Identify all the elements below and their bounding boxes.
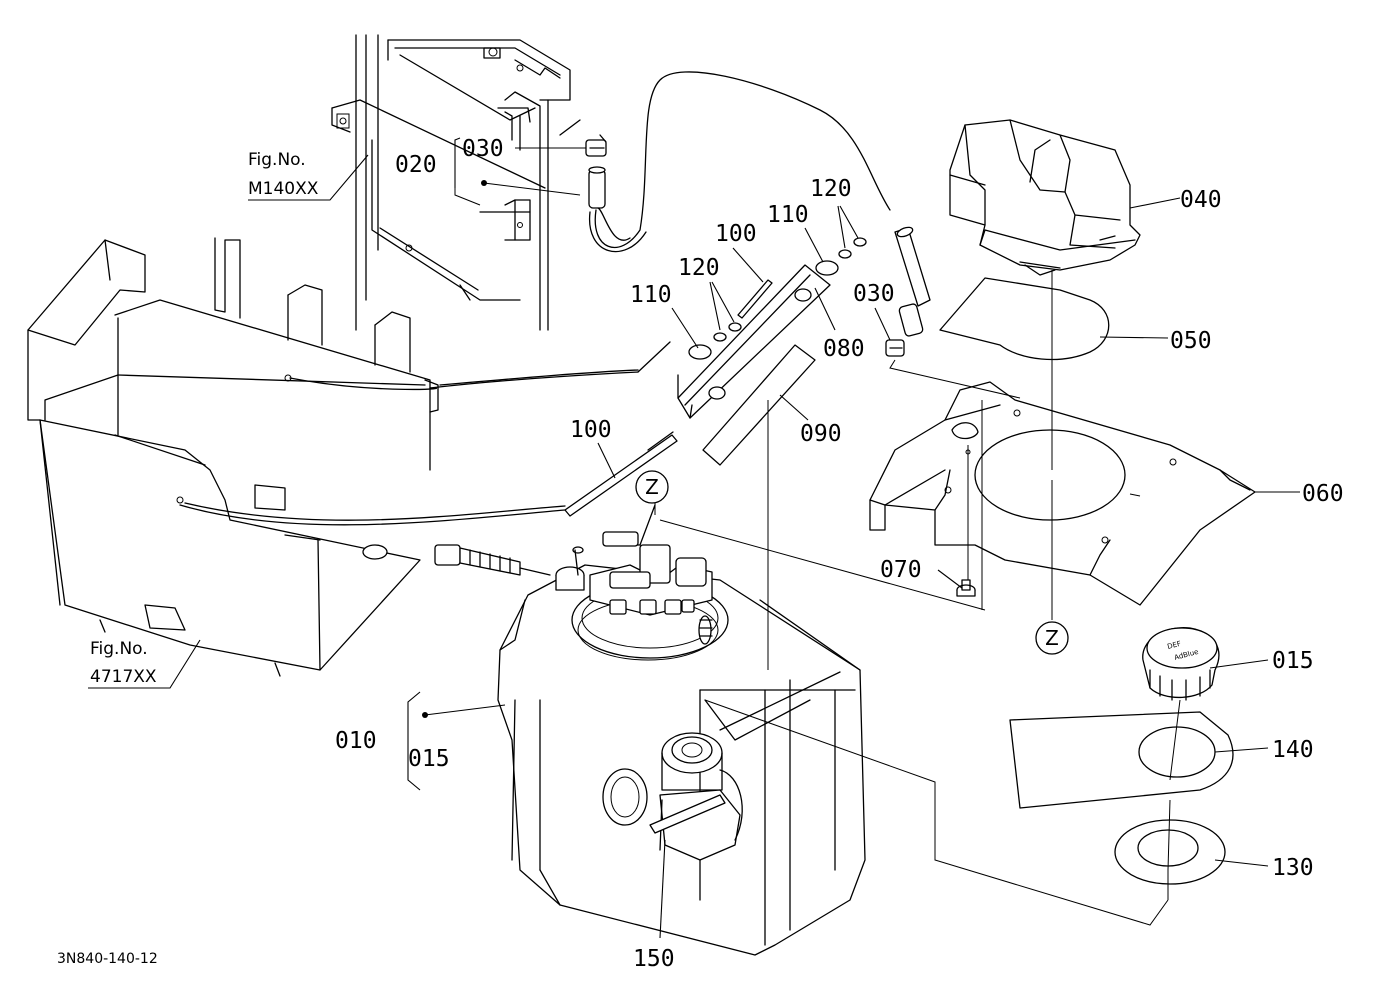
label-030-top: 030 [462,136,504,162]
label-110-right: 110 [767,202,809,228]
label-110-left: 110 [630,282,672,308]
label-050: 050 [1170,328,1212,354]
label-015-tank: 015 [408,746,450,772]
label-010: 010 [335,728,377,754]
figure-ref-top: Fig.No. M140XX [248,150,319,199]
controller-cover [27,237,439,677]
cap-text-def: DEF [1166,640,1181,651]
frame-bracket [331,34,581,331]
fig-ref-bottom-line2: 4717XX [90,667,157,687]
label-090: 090 [800,421,842,447]
fig-ref-top-line2: M140XX [248,179,319,199]
sensor-bracket-080 [677,264,831,419]
label-leaders [88,137,1300,939]
def-hose-line [589,71,931,337]
z-marker-label: Z [645,475,659,499]
plate-060 [869,381,1256,606]
part-labels: 010 015 020 030 030 040 050 060 070 080 … [335,136,1344,972]
fig-ref-top-line1: Fig.No. [248,150,306,170]
label-015-cap: 015 [1272,648,1314,674]
label-040: 040 [1180,187,1222,213]
label-080: 080 [823,336,865,362]
cover-040 [949,119,1141,276]
label-020: 020 [395,152,437,178]
label-150: 150 [633,946,675,972]
label-060: 060 [1302,481,1344,507]
label-sheet-140 [1009,711,1234,809]
clip-030-right [885,339,905,357]
harness-lines [179,341,671,526]
section-marker-z-right: Z [1035,621,1069,655]
plate-090 [702,344,816,466]
label-120-right: 120 [810,176,852,202]
cap-015: DEF AdBlue [1142,626,1220,701]
label-070: 070 [880,557,922,583]
label-100-bottom: 100 [570,417,612,443]
clip-030-top [585,134,607,209]
label-030-right: 030 [853,281,895,307]
drawing-code: 3N840-140-12 [57,951,158,967]
fig-ref-bottom-line1: Fig.No. [90,639,148,659]
z-marker-label: Z [1045,626,1059,650]
label-120-left: 120 [678,255,720,281]
def-tank [434,504,866,956]
gasket-130 [1114,819,1226,885]
label-130: 130 [1272,855,1314,881]
gasket-050 [939,277,1110,361]
bolt-070 [956,579,976,597]
label-100-top: 100 [715,221,757,247]
washers-110-120 [688,237,867,360]
figure-ref-bottom: Fig.No. 4717XX [90,639,157,687]
section-marker-z-top: Z [635,470,669,504]
label-140: 140 [1272,737,1314,763]
screws-100 [564,279,773,546]
